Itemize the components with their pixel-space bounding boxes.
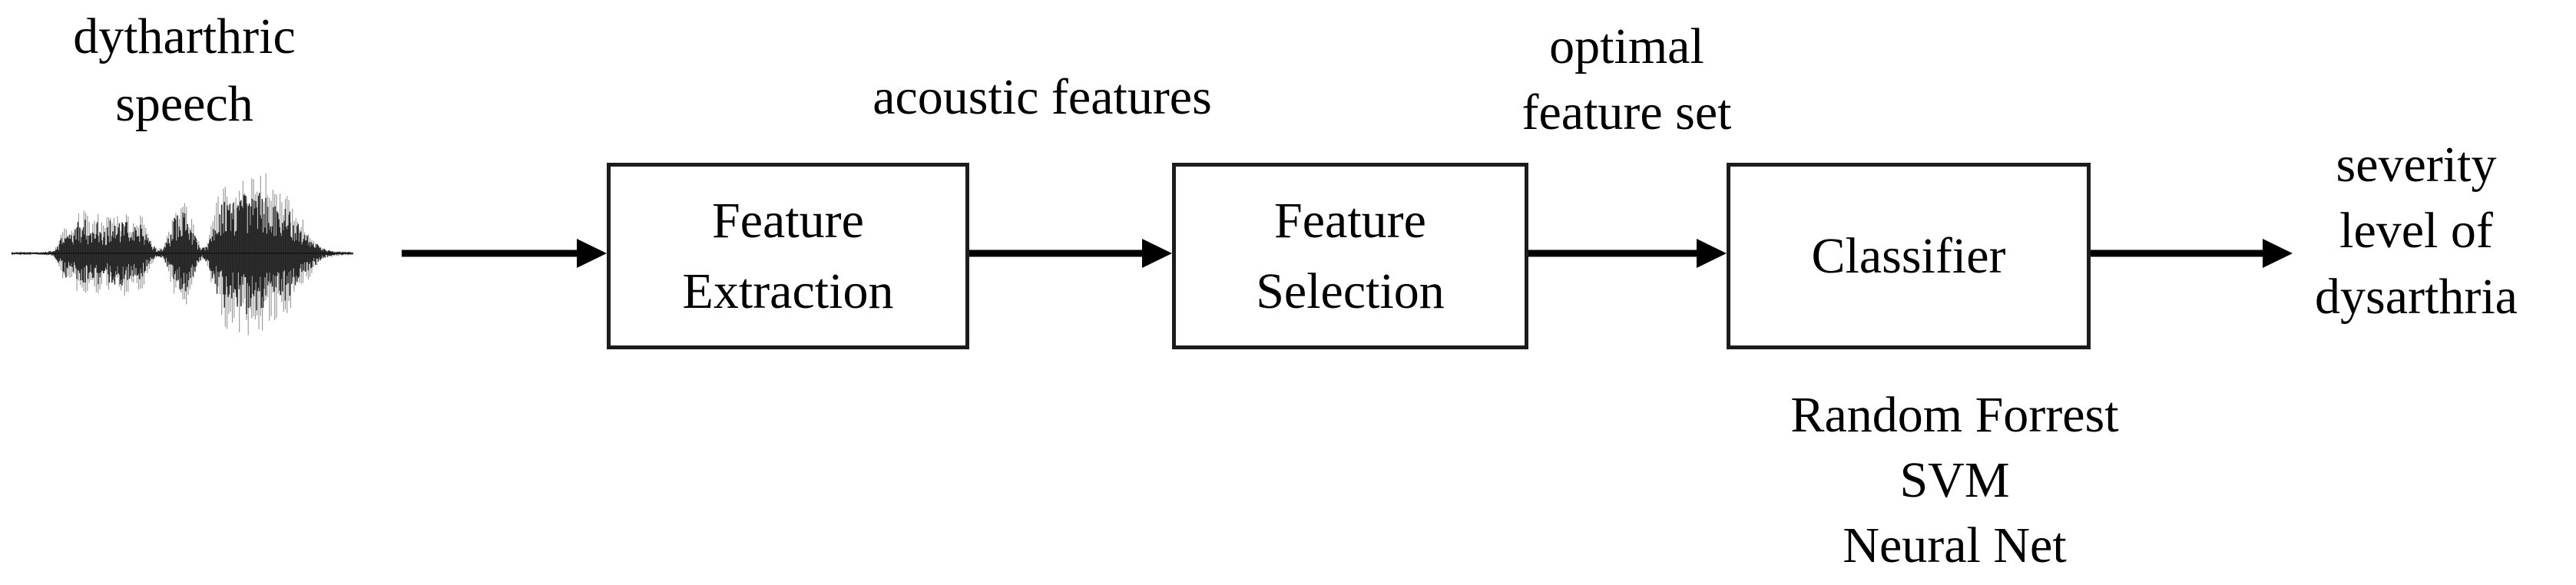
- classifier-box: Classifier: [1727, 163, 2091, 349]
- feature-selection-box: Feature Selection: [1172, 163, 1528, 349]
- classifier-method-neural-net: Neural Net: [1843, 517, 2067, 573]
- speech-waveform-image: [12, 173, 353, 335]
- flow-arrow-extraction-to-selection: [969, 239, 1172, 268]
- severity-output-label-line3: dysarthria: [2315, 269, 2518, 325]
- acoustic-features-label-text: acoustic features: [872, 69, 1212, 125]
- flow-arrow-classifier-to-output: [2091, 239, 2293, 268]
- feature-selection-label-line2: Selection: [1256, 263, 1445, 319]
- feature-selection-label-line1: Feature: [1274, 192, 1426, 249]
- classifier-methods-list: Random Forrest SVM Neural Net: [1686, 382, 2223, 578]
- classifier-method-svm: SVM: [1899, 452, 2010, 508]
- input-speech-label-line2: speech: [115, 76, 253, 132]
- feature-extraction-label-line2: Extraction: [682, 263, 894, 319]
- severity-output-label-line2: level of: [2339, 203, 2493, 259]
- feature-extraction-box: Feature Extraction: [607, 163, 969, 349]
- acoustic-features-label: acoustic features: [812, 64, 1273, 131]
- severity-output-label: severity level of dysarthria: [2263, 132, 2570, 330]
- optimal-feature-set-label-line2: feature set: [1521, 84, 1732, 140]
- classifier-method-random-forrest: Random Forrest: [1790, 387, 2119, 443]
- optimal-feature-set-label-line1: optimal: [1549, 18, 1704, 74]
- optimal-feature-set-label: optimal feature set: [1396, 14, 1857, 146]
- flow-arrow-selection-to-classifier: [1528, 239, 1727, 268]
- feature-extraction-label-line1: Feature: [712, 192, 864, 249]
- flow-arrow-input-to-extraction: [402, 239, 607, 268]
- input-speech-label: dytharthric speech: [23, 3, 346, 138]
- input-speech-label-line1: dytharthric: [73, 8, 296, 64]
- classifier-label: Classifier: [1811, 227, 2006, 284]
- severity-output-label-line1: severity: [2336, 137, 2497, 193]
